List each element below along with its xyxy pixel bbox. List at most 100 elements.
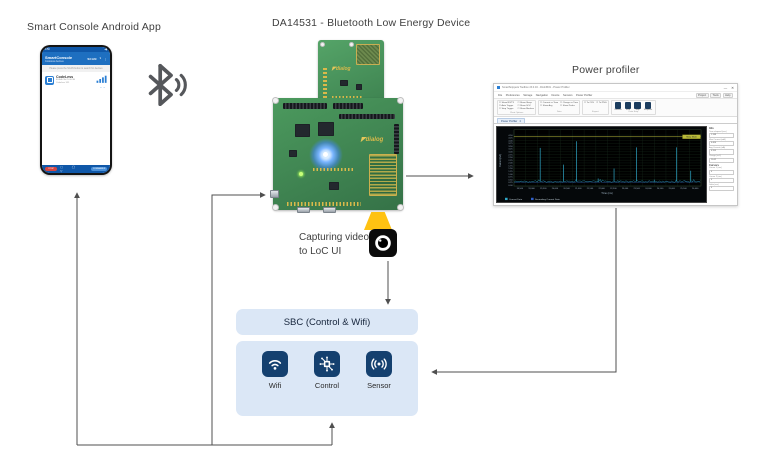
- svg-text:24,000: 24,000: [645, 188, 652, 190]
- power-profiler-window: SmartSnippets Toolbox v5.0.16 - DA14531 …: [493, 83, 738, 206]
- scan-instruction: Please press the SCAN button to search f…: [42, 65, 110, 72]
- side-panel-field-input[interactable]: 4.406: [709, 141, 734, 147]
- usb-port-left: [270, 190, 279, 198]
- side-panel-field-input[interactable]: 0.399: [709, 149, 734, 155]
- toolbar-checkbox[interactable]: ☐ Show Sleep: [517, 101, 532, 104]
- toolbar-button[interactable]: Initialize: [615, 102, 622, 111]
- svg-text:3.00: 3.00: [508, 152, 513, 154]
- side-panel-field-input[interactable]: 0: [709, 186, 734, 192]
- toolbar-group-caption: Chart Options: [509, 111, 524, 114]
- menu-button-project[interactable]: Project: [695, 92, 709, 98]
- sbc-title: SBC (Control & Wifi): [283, 316, 371, 328]
- window-title-bar: SmartSnippets Toolbox v5.0.16 - DA14531 …: [494, 84, 737, 92]
- toolbar-checkbox[interactable]: ☐ Charge vs Time: [560, 101, 579, 104]
- svg-text:Sleep Mode: Sleep Mode: [686, 137, 697, 139]
- app-subtitle: Codeless devices: [45, 59, 64, 63]
- svg-text:20,000: 20,000: [552, 188, 559, 190]
- toolbar-button[interactable]: Start: [624, 102, 632, 111]
- toolbar-checkbox[interactable]: ☐ Show RX/TX: [499, 101, 515, 104]
- toolbar-checkbox[interactable]: ☐ Show Markers: [517, 108, 535, 111]
- window-title: SmartSnippets Toolbox v5.0.16 - DA14531 …: [502, 86, 570, 89]
- tab-power-profiler[interactable]: Power Profiler✕: [497, 118, 526, 123]
- toolbar-checkbox[interactable]: ☐ Show Avg: [540, 104, 553, 107]
- svg-text:23,000: 23,000: [622, 188, 629, 190]
- toolbar-checkbox[interactable]: ☐ Auto Trigger: [499, 104, 514, 107]
- overflow-menu-icon[interactable]: ⋮: [104, 56, 107, 61]
- menu-file[interactable]: File: [498, 93, 503, 97]
- svg-text:0.00: 0.00: [508, 185, 513, 187]
- svg-text:3.25: 3.25: [508, 149, 513, 151]
- tab-row: Power Profiler✕: [494, 117, 737, 124]
- close-button[interactable]: ✕: [731, 85, 734, 90]
- svg-text:1.50: 1.50: [508, 168, 513, 170]
- side-panel-field-label: Max Current (mA): [709, 138, 726, 141]
- side-panel-field-input[interactable]: 1.188: [709, 132, 734, 138]
- menu-power-profiler[interactable]: Power Profiler: [576, 93, 593, 97]
- menu-navigation[interactable]: Navigation: [535, 93, 549, 97]
- dialog-logo-small: ◤dialog: [332, 66, 351, 72]
- toolbar-button-icon: [644, 102, 652, 109]
- nav-icons[interactable]: ▢ ◯ ▽: [60, 165, 80, 173]
- side-panel-field-input[interactable]: 0: [709, 169, 734, 175]
- phone-app-bar: SmartConsole Codeless devices SCAN ▼ ⋮: [42, 52, 110, 65]
- signal-bars-icon: [96, 75, 107, 83]
- side-panel-field-label: Time elapsed (sec): [709, 130, 727, 133]
- sensor-icon: [366, 351, 392, 377]
- status-time: 6:50: [45, 48, 50, 51]
- side-panel-field-input[interactable]: 10.62: [709, 157, 734, 163]
- toolbar-checkbox[interactable]: ☐ Show SOC: [517, 104, 531, 107]
- svg-text:3.75: 3.75: [508, 143, 513, 145]
- scan-button[interactable]: SCAN: [87, 56, 97, 61]
- stop-button[interactable]: STOP: [45, 166, 58, 172]
- side-panel-field-label: Delta (ms): [709, 183, 719, 186]
- module-wifi: Wifi: [262, 351, 288, 390]
- svg-text:26,000: 26,000: [692, 188, 699, 190]
- toolbar-group: ☐ Show RX/TX☐ Show Sleep☐ Auto Trigger☐ …: [497, 100, 537, 115]
- toolbar-checkbox[interactable]: ☐ To PNG: [596, 101, 607, 104]
- svg-text:3.50: 3.50: [508, 146, 513, 148]
- menu-device[interactable]: Device: [551, 93, 560, 97]
- svg-text:2.75: 2.75: [508, 154, 513, 156]
- device-profile: Codeless 531: [56, 82, 70, 85]
- side-panel-field-label: Charge (mC): [709, 155, 722, 158]
- module-label: Control: [314, 381, 340, 390]
- menu-sensors[interactable]: Sensors: [562, 93, 573, 97]
- svg-text:2.25: 2.25: [508, 160, 513, 162]
- sbc-box: SBC (Control & Wifi): [236, 309, 418, 335]
- svg-text:1.25: 1.25: [508, 171, 513, 173]
- toolbar-group: ☐ Current vs Time☐ Charge vs Time☐ Show …: [538, 100, 581, 115]
- toolbar-checkbox[interactable]: ☐ Current vs Time: [540, 101, 559, 104]
- menu-storage[interactable]: Storage: [523, 93, 533, 97]
- dialog-logo: ◤dialog: [361, 137, 384, 143]
- minimize-button[interactable]: —: [723, 85, 728, 90]
- svg-text:0.50: 0.50: [508, 179, 513, 181]
- ble-device-list-item[interactable]: CodeLess 80:EA:CA:70:00:3B Codeless 531 …: [42, 72, 110, 90]
- commands-button[interactable]: COMMANDS: [91, 166, 107, 172]
- app-title: SmartConsole: [45, 54, 73, 60]
- toolbar-checkbox[interactable]: ☐ Stop Trigger: [499, 108, 514, 111]
- capturing-caption: Capturing video to LoC UI: [299, 232, 370, 257]
- side-panel-field-input[interactable]: 0: [709, 177, 734, 184]
- app-icon: [497, 86, 500, 89]
- menu-button-help[interactable]: Help: [722, 92, 733, 98]
- toolbar-checkbox[interactable]: ☐ To CSV: [584, 101, 595, 104]
- toolbar-button-icon: [634, 102, 641, 109]
- device-icon: [45, 75, 54, 85]
- toolbar-button[interactable]: Snapshot: [644, 102, 652, 111]
- toolbar-checkbox[interactable]: ☐ Show Peaks: [560, 104, 575, 107]
- tab-close-icon[interactable]: ✕: [519, 119, 522, 123]
- capture-beam: [364, 212, 392, 230]
- module-control: Control: [314, 351, 340, 390]
- svg-text:22,500: 22,500: [610, 188, 617, 190]
- menu-preferences[interactable]: Preferences: [505, 93, 520, 97]
- svg-text:Current Data: Current Data: [509, 198, 523, 201]
- toolbar-button[interactable]: Stop: [634, 102, 641, 111]
- menu-button-tools[interactable]: Tools: [710, 92, 722, 98]
- svg-text:4.25: 4.25: [508, 138, 513, 140]
- svg-text:19,000: 19,000: [528, 188, 535, 190]
- filter-icon[interactable]: ▼: [99, 57, 102, 60]
- module-sensor: Sensor: [366, 351, 392, 390]
